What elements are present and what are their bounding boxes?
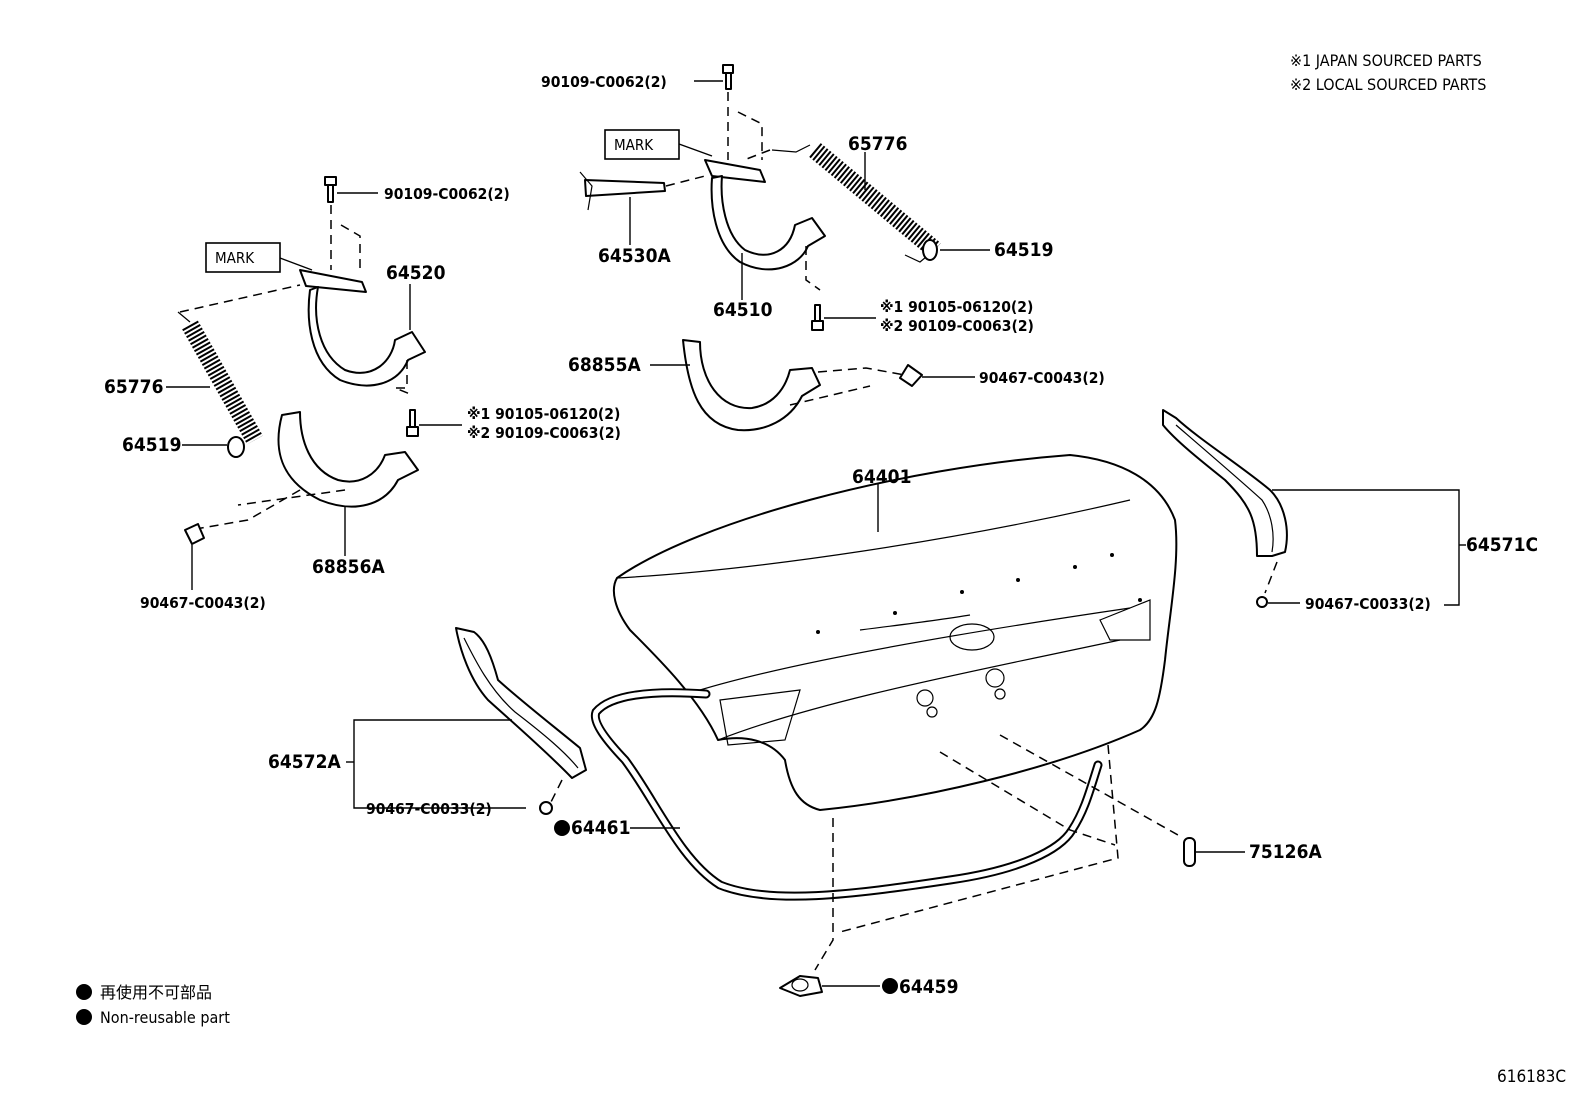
hinge-right[interactable] — [704, 159, 826, 271]
label-spring-left: 65776 — [104, 376, 163, 398]
weatherstrip[interactable] — [590, 688, 1103, 901]
clip-trim-left[interactable] — [539, 801, 553, 815]
label-clip-trim-left: 90467-C0033(2) — [366, 800, 492, 818]
legend-japanese: 再使用不可部品 — [100, 983, 212, 1002]
bushing-left[interactable] — [227, 436, 245, 458]
label-cover-right: 68855A — [568, 354, 641, 376]
label-lid: 64401 — [852, 466, 911, 488]
label-hinge-left: 64520 — [386, 262, 446, 284]
trunk-lid[interactable] — [612, 454, 1178, 811]
mark-box-left: MARK — [205, 242, 313, 273]
legend-english: Non-reusable part — [100, 1008, 230, 1027]
note-local-sourced: ※2 LOCAL SOURCED PARTS — [1290, 75, 1486, 94]
label-cover-left: 68856A — [312, 556, 385, 578]
trim-left[interactable] — [455, 627, 587, 779]
label-bolt-top-left: 90109-C0062(2) — [384, 185, 510, 203]
label-bolt-right-2: ※2 90109-C0063(2) — [880, 317, 1034, 335]
label-bolt-left-1: ※1 90105-06120(2) — [467, 405, 620, 423]
svg-text:MARK: MARK — [614, 136, 654, 154]
cushion[interactable] — [779, 975, 823, 997]
label-rod: 64530A — [598, 245, 671, 267]
note-japan-sourced: ※1 JAPAN SOURCED PARTS — [1290, 51, 1482, 70]
label-bushing-right: 64519 — [994, 239, 1053, 261]
label-hinge-right: 64510 — [713, 299, 773, 321]
svg-text:MARK: MARK — [215, 249, 255, 267]
hinge-left[interactable] — [299, 269, 426, 387]
label-clip-right: 90467-C0043(2) — [979, 369, 1105, 387]
label-bolt-right-1: ※1 90105-06120(2) — [880, 298, 1033, 316]
bolt-top-left[interactable] — [324, 176, 337, 203]
label-stopper: 75126A — [1249, 841, 1322, 863]
clip-left[interactable] — [184, 523, 205, 545]
left-hinge-group: 90109-C0062(2) MARK 64520 65776 64519 — [104, 176, 621, 612]
bolt-lower-left[interactable] — [406, 409, 419, 437]
spring-left[interactable] — [177, 311, 263, 445]
label-clip-left: 90467-C0043(2) — [140, 594, 266, 612]
clip-trim-right[interactable] — [1256, 596, 1268, 608]
label-bushing-left: 64519 — [122, 434, 181, 456]
legend: 再使用不可部品 Non-reusable part — [76, 983, 230, 1027]
clip-right[interactable] — [899, 364, 923, 387]
hinge-cover-left[interactable] — [277, 411, 419, 508]
bushing-right[interactable] — [922, 239, 938, 261]
diagram-code: 616183C — [1497, 1067, 1566, 1087]
stopper[interactable] — [1183, 837, 1196, 867]
label-trim-left: 64572A — [268, 751, 341, 773]
bolt-lower-right[interactable] — [811, 304, 824, 331]
non-reusable-dot-weatherstrip — [554, 820, 570, 836]
bolt-top-right[interactable] — [722, 64, 734, 90]
hinge-cover-right[interactable] — [682, 339, 821, 432]
label-weatherstrip: 64461 — [571, 817, 630, 839]
label-clip-trim-right: 90467-C0033(2) — [1305, 595, 1431, 613]
rod-right[interactable] — [579, 171, 666, 211]
label-trim-right: 64571C — [1466, 534, 1538, 556]
label-bolt-top-right: 90109-C0062(2) — [541, 73, 667, 91]
label-cushion: 64459 — [899, 976, 958, 998]
right-hinge-group: 90109-C0062(2) MARK 64510 64530A — [541, 64, 1105, 432]
trim-right[interactable] — [1162, 409, 1288, 557]
label-spring-right: 65776 — [848, 133, 907, 155]
mark-box-right: MARK — [604, 129, 713, 160]
non-reusable-dot-cushion — [882, 978, 898, 994]
label-bolt-left-2: ※2 90109-C0063(2) — [467, 424, 621, 442]
